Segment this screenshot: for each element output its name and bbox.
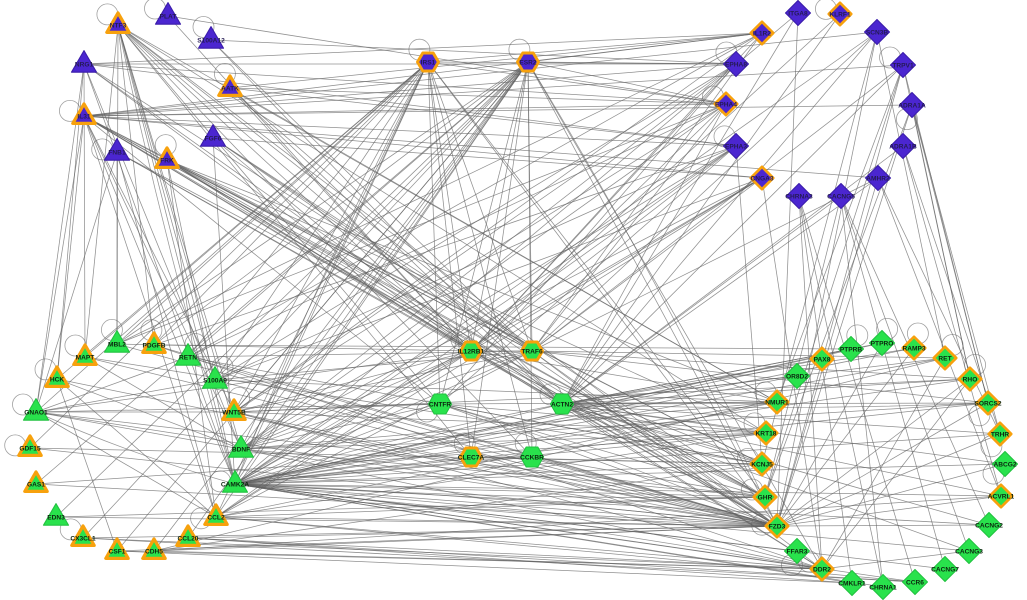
svg-text:FZD3: FZD3 <box>769 523 786 530</box>
svg-text:ITGA8: ITGA8 <box>788 10 808 17</box>
svg-text:CSF1: CSF1 <box>109 548 126 555</box>
svg-text:KLRF1: KLRF1 <box>829 11 851 18</box>
svg-text:KRT18: KRT18 <box>756 430 777 437</box>
svg-text:IRS1: IRS1 <box>421 59 436 66</box>
svg-text:FGF6: FGF6 <box>205 135 222 142</box>
svg-text:BDNF: BDNF <box>232 446 250 453</box>
svg-text:IL12RB1: IL12RB1 <box>458 348 485 355</box>
svg-text:RETN: RETN <box>179 354 197 361</box>
svg-text:S100A9: S100A9 <box>203 377 227 384</box>
svg-text:TRHR: TRHR <box>991 431 1010 438</box>
svg-text:IL1R2: IL1R2 <box>753 30 771 37</box>
svg-text:CCR6: CCR6 <box>906 579 924 586</box>
svg-text:EDN3: EDN3 <box>47 514 65 521</box>
svg-text:CACNG7: CACNG7 <box>931 566 959 573</box>
svg-text:CACNG2: CACNG2 <box>975 522 1003 529</box>
svg-text:RET: RET <box>938 355 951 362</box>
svg-text:ADRA1A: ADRA1A <box>898 102 926 109</box>
svg-text:S100A12: S100A12 <box>197 37 225 44</box>
svg-text:KCNJ5: KCNJ5 <box>751 461 773 468</box>
svg-text:PAX8: PAX8 <box>814 356 831 363</box>
svg-text:MAPT: MAPT <box>76 354 95 361</box>
svg-text:FNB1: FNB1 <box>108 149 126 156</box>
svg-text:OR8D2: OR8D2 <box>786 373 808 380</box>
svg-text:WNT5B: WNT5B <box>222 409 246 416</box>
svg-text:CHRNA1: CHRNA1 <box>869 584 897 591</box>
svg-text:RAMP3: RAMP3 <box>902 345 925 352</box>
svg-text:CCL20: CCL20 <box>178 535 199 542</box>
svg-text:NTF3: NTF3 <box>110 22 127 29</box>
svg-text:GDF15: GDF15 <box>19 445 41 452</box>
svg-text:ADRA1B: ADRA1B <box>889 143 917 150</box>
svg-text:PLAT: PLAT <box>160 13 177 20</box>
svg-text:CNGA3: CNGA3 <box>750 175 773 182</box>
svg-text:CMKLR1: CMKLR1 <box>838 580 866 587</box>
svg-text:NRG1: NRG1 <box>75 61 94 68</box>
svg-text:GHR: GHR <box>758 494 773 501</box>
svg-text:IL31: IL31 <box>77 113 91 120</box>
svg-text:GNAO1: GNAO1 <box>24 409 48 416</box>
svg-text:CACNG5: CACNG5 <box>827 193 855 200</box>
svg-text:AATK: AATK <box>221 85 239 92</box>
svg-text:CHRNA3: CHRNA3 <box>785 193 813 200</box>
svg-text:ABCG2: ABCG2 <box>993 461 1016 468</box>
svg-text:CX3CL1: CX3CL1 <box>70 535 96 542</box>
svg-text:EPHA8: EPHA8 <box>725 61 747 68</box>
svg-text:CACNG3: CACNG3 <box>955 548 983 555</box>
svg-text:GAS1: GAS1 <box>27 481 45 488</box>
svg-text:PTPRB: PTPRB <box>840 346 863 353</box>
svg-text:ACTN2: ACTN2 <box>551 401 573 408</box>
svg-text:DDR2: DDR2 <box>813 566 831 573</box>
svg-text:CCL2: CCL2 <box>207 514 225 521</box>
svg-text:CAMK2A: CAMK2A <box>221 481 249 488</box>
svg-text:MBL2: MBL2 <box>108 341 126 348</box>
svg-text:EPHA4: EPHA4 <box>715 101 737 108</box>
svg-text:TRAF6: TRAF6 <box>521 348 543 355</box>
svg-text:FRK: FRK <box>160 157 174 164</box>
svg-text:SORCS2: SORCS2 <box>974 400 1001 407</box>
svg-text:CCKBR: CCKBR <box>520 454 544 461</box>
svg-text:ACVRL1: ACVRL1 <box>988 493 1015 500</box>
svg-text:TRPV1: TRPV1 <box>892 62 914 69</box>
svg-text:CDH5: CDH5 <box>145 548 163 555</box>
svg-text:PDGFB: PDGFB <box>142 342 165 349</box>
svg-text:AMHR2: AMHR2 <box>866 175 890 182</box>
svg-text:RHO: RHO <box>963 376 978 383</box>
svg-text:PTPRO: PTPRO <box>871 340 894 347</box>
svg-text:CLEC7A: CLEC7A <box>458 454 485 461</box>
svg-text:CNTFR: CNTFR <box>429 401 452 408</box>
svg-text:HCK: HCK <box>50 376 65 383</box>
svg-text:ESR2: ESR2 <box>519 59 537 66</box>
svg-text:NMUR1: NMUR1 <box>765 399 789 406</box>
svg-text:EPHA3: EPHA3 <box>725 143 747 150</box>
svg-text:SCN3B: SCN3B <box>866 29 889 36</box>
svg-text:FFAR3: FFAR3 <box>787 548 808 555</box>
